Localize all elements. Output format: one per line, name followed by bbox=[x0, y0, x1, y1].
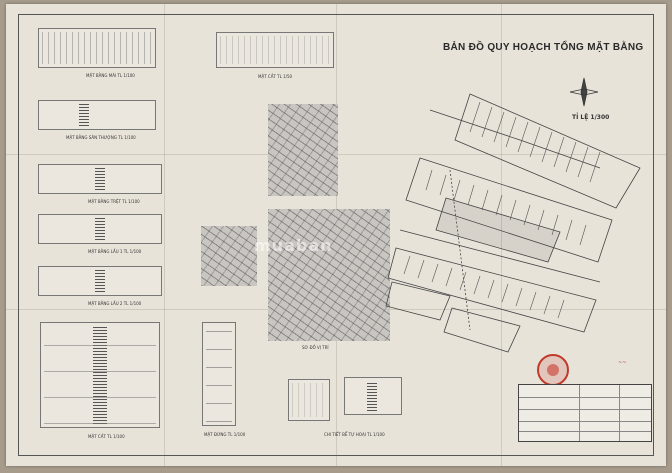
official-seal bbox=[537, 354, 569, 386]
tank-detail-drawing bbox=[288, 379, 330, 421]
floor-1-caption: MẶT BẰNG LẦU 1 TL 1/100 bbox=[88, 249, 142, 254]
location-caption: SƠ ĐỒ VỊ TRÍ bbox=[302, 345, 329, 350]
watermark: muaban bbox=[254, 236, 333, 255]
ground-floor-caption: MẶT BẰNG TRỆT TL 1/100 bbox=[88, 199, 140, 204]
location-map bbox=[201, 226, 257, 286]
fold-line bbox=[164, 4, 165, 466]
section-drawing bbox=[40, 322, 160, 428]
terrace-plan-drawing bbox=[38, 100, 156, 130]
stair-detail-drawing bbox=[344, 377, 402, 415]
ground-floor-drawing bbox=[38, 164, 162, 194]
stair-detail-caption: CHI TIẾT BỂ TỰ HOẠI TL 1/100 bbox=[324, 432, 385, 437]
drawing-frame bbox=[18, 14, 654, 456]
title-block bbox=[518, 384, 652, 442]
floor-2-drawing bbox=[38, 266, 162, 296]
floor-1-drawing bbox=[38, 214, 162, 244]
page-title: BẢN ĐỒ QUY HOẠCH TỔNG MẶT BẰNG bbox=[443, 42, 644, 53]
handwritten-signature: ~~ bbox=[618, 360, 627, 366]
facade-caption: MẶT ĐỨNG TL 1/100 bbox=[204, 432, 246, 437]
scale-label: TỈ LỆ 1/300 bbox=[572, 114, 610, 121]
facade-drawing bbox=[202, 322, 236, 426]
roof-detail-caption: MẶT CẮT TL 1/50 bbox=[258, 74, 293, 79]
roof-plan-drawing bbox=[38, 28, 156, 68]
survey-map-small bbox=[268, 104, 338, 196]
blueprint-sheet: MẶT BẰNG MÁI TL 1/100 MẶT BẰNG SÂN THƯỢN… bbox=[6, 4, 666, 466]
survey-map-large bbox=[268, 209, 390, 341]
terrace-plan-caption: MẶT BẰNG SÂN THƯỢNG TL 1/100 bbox=[66, 135, 136, 140]
floor-2-caption: MẶT BẰNG LẦU 2 TL 1/100 bbox=[88, 301, 142, 306]
section-caption: MẶT CẮT TL 1/100 bbox=[88, 434, 125, 439]
roof-plan-caption: MẶT BẰNG MÁI TL 1/100 bbox=[86, 73, 135, 78]
roof-detail-drawing bbox=[216, 32, 334, 68]
